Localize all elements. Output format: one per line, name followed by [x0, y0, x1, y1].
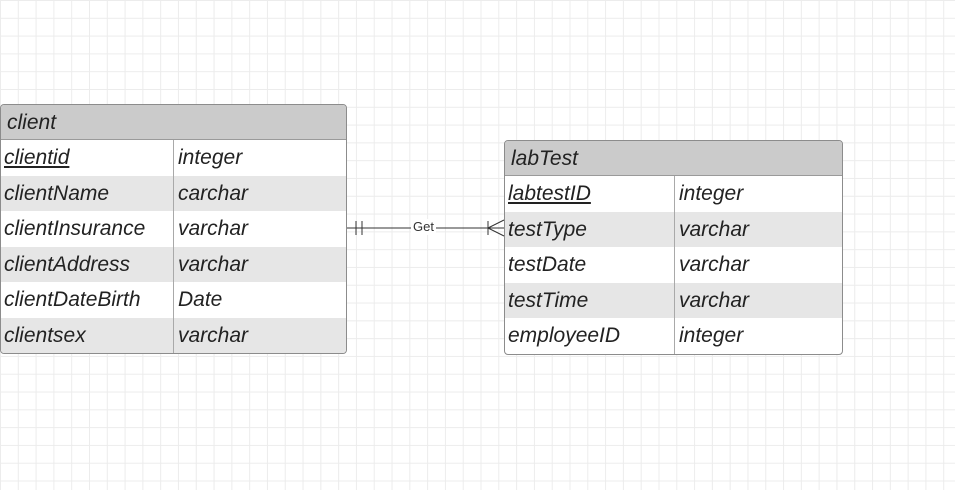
field-name: clientAddress	[1, 246, 174, 282]
primary-key-field: labtestID	[505, 176, 675, 212]
labtest-entity[interactable]: labTest labtestID integer testType varch…	[504, 140, 843, 355]
field-type: integer	[679, 182, 744, 205]
field-name: testTime	[505, 282, 675, 318]
field-name: testType	[505, 211, 675, 247]
field-type: carchar	[178, 181, 249, 205]
field-type: varchar	[178, 252, 249, 276]
field-name: testDate	[505, 247, 675, 283]
field-type: varchar	[679, 288, 750, 312]
field-type: varchar	[178, 323, 249, 347]
field-type: varchar	[178, 217, 249, 240]
entity-row[interactable]: testDate varchar	[505, 247, 842, 283]
crows-foot-prong	[487, 227, 505, 237]
entity-row[interactable]: clientid integer	[1, 140, 346, 176]
field-name: clientName	[1, 175, 174, 211]
entity-row[interactable]: clientName carchar	[1, 175, 346, 211]
entity-row[interactable]: labtestID integer	[505, 176, 842, 212]
field-type: integer	[178, 146, 243, 169]
client-entity[interactable]: client clientid integer clientName carch…	[0, 104, 347, 354]
primary-key-field: clientid	[1, 140, 174, 176]
field-type: integer	[679, 324, 744, 347]
entity-row[interactable]: clientDateBirth Date	[1, 282, 346, 318]
entity-row[interactable]: clientAddress varchar	[1, 246, 346, 282]
entity-title: client	[1, 105, 346, 140]
entity-row[interactable]: testType varchar	[505, 211, 842, 247]
field-name: clientsex	[1, 317, 174, 353]
crows-foot-prong	[487, 219, 505, 229]
entity-title: labTest	[505, 141, 842, 176]
relationship-label: Get	[411, 219, 436, 235]
entity-row[interactable]: employeeID integer	[505, 318, 842, 354]
field-type: varchar	[679, 217, 750, 241]
field-type: varchar	[679, 253, 750, 276]
field-name: employeeID	[505, 318, 675, 354]
entity-row[interactable]: clientsex varchar	[1, 317, 346, 353]
entity-row[interactable]: testTime varchar	[505, 282, 842, 318]
field-name: clientDateBirth	[1, 282, 174, 318]
entity-row[interactable]: clientInsurance varchar	[1, 211, 346, 247]
field-type: Date	[178, 288, 223, 311]
field-name: clientInsurance	[1, 211, 174, 247]
